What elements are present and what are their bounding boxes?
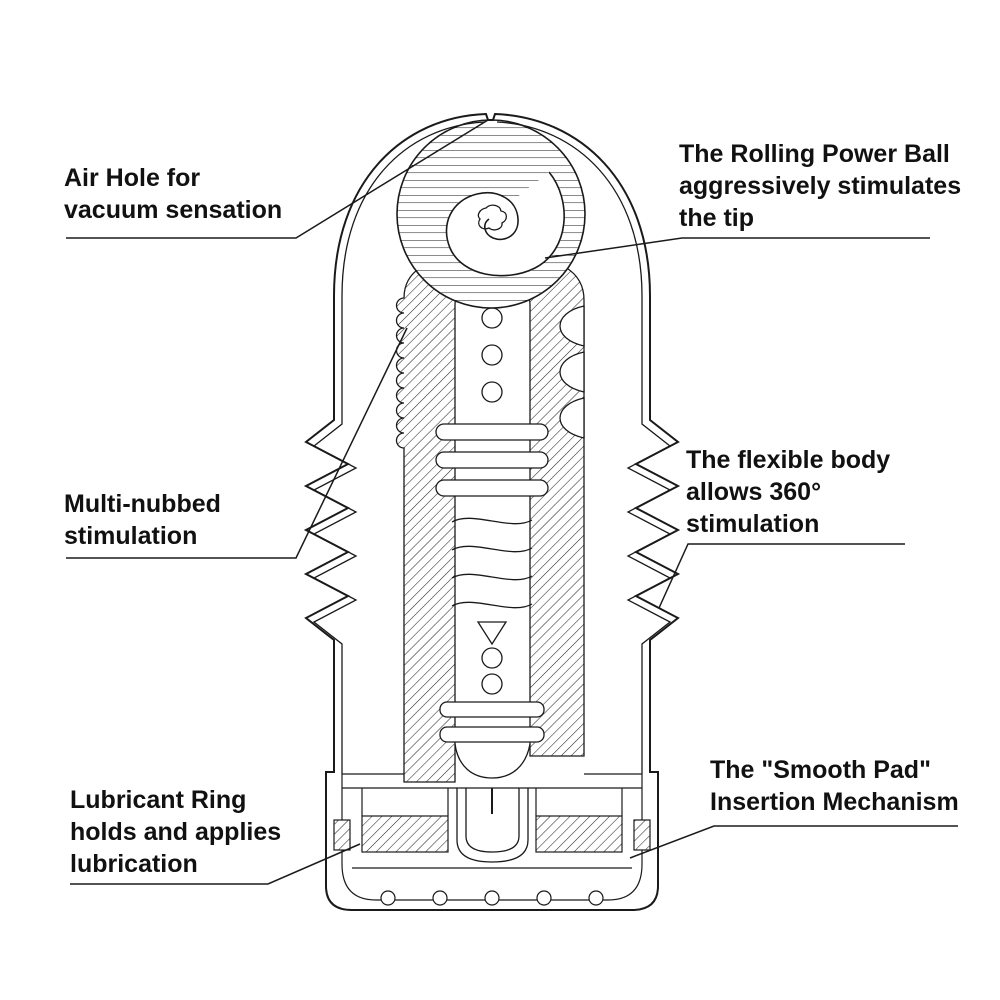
channel-circle — [481, 344, 503, 366]
lubricant-ring-block-right — [535, 815, 623, 853]
outer-shell-outline — [303, 112, 681, 911]
power-ball-swirl — [445, 171, 565, 277]
sleeve-wall-hatched — [395, 257, 585, 783]
channel-circle — [481, 307, 503, 329]
rib-scallop — [559, 351, 585, 393]
channel-circle — [481, 673, 503, 695]
rib-disk — [439, 701, 545, 718]
power-ball-swirl-core — [477, 204, 508, 231]
wave-rib — [451, 545, 533, 553]
sleeve-cross-section — [395, 257, 585, 863]
rib-scallop — [559, 397, 585, 439]
power-ball-leader-line — [544, 237, 930, 259]
foot-bump — [432, 890, 448, 906]
foot-bump — [380, 890, 396, 906]
base-assembly — [333, 773, 651, 906]
lubricant-ring-block-left — [361, 815, 449, 853]
callout-power-ball: The Rolling Power Ball aggressively stim… — [679, 140, 962, 232]
channel-circle — [481, 647, 503, 669]
air-hole-leader-line — [66, 119, 489, 239]
rib-disk — [439, 726, 545, 743]
flexible-body-leader-line — [658, 543, 905, 609]
smooth-pad-stem — [456, 787, 529, 863]
lubricant-ring-leader-line — [70, 843, 361, 885]
wave-rib — [451, 517, 533, 525]
multi-nub-leader-line — [66, 327, 408, 559]
wave-rib — [451, 573, 533, 581]
inner-shell-outline-right — [496, 121, 672, 774]
wave-rib — [451, 601, 533, 609]
callout-smooth-pad: The "Smooth Pad" Insertion Mechanism — [710, 756, 959, 816]
channel-circle — [481, 381, 503, 403]
callout-air-hole: Air Hole for vacuum sensation — [64, 164, 283, 224]
smooth-pad-leader-line — [629, 825, 958, 859]
container-outline — [303, 112, 681, 911]
rib-disk — [435, 451, 549, 469]
foot-bump — [536, 890, 552, 906]
foot-bump — [588, 890, 604, 906]
rib-scallop — [559, 305, 585, 347]
power-ball-illustration — [396, 119, 586, 309]
callout-multi-nub: Multi-nubbed stimulation — [64, 490, 221, 550]
lubricant-ring-tab-left — [333, 819, 351, 851]
rib-disk — [435, 479, 549, 497]
lubricant-ring-tab-right — [633, 819, 651, 851]
callout-lubricant-ring: Lubricant Ring holds and applies lubrica… — [70, 786, 282, 878]
channel-triangle — [476, 621, 508, 646]
inner-shell-outline-left — [312, 121, 486, 774]
callout-leaders — [66, 119, 958, 885]
rib-disk — [435, 423, 549, 441]
foot-bump — [484, 890, 500, 906]
channel-bottom-cone — [454, 743, 531, 779]
smooth-pad-stem-inner — [465, 788, 520, 853]
callout-flexible-body: The flexible body allows 360° stimulatio… — [686, 446, 891, 538]
